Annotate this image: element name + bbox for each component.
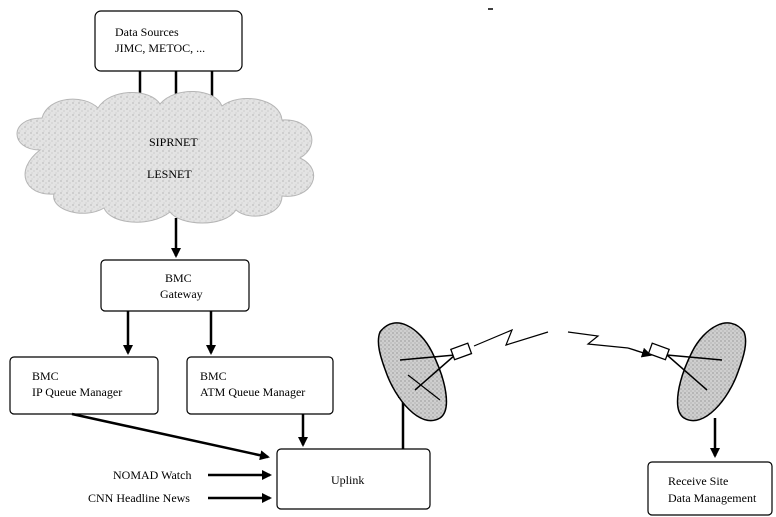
transmit-dish-icon xyxy=(377,322,473,422)
atm-queue-title: BMC xyxy=(200,369,227,383)
uplink-label: Uplink xyxy=(331,473,364,487)
uplink-node: Uplink xyxy=(276,448,431,510)
atm-queue-node: BMC ATM Queue Manager xyxy=(186,356,334,415)
ip-queue-title: BMC xyxy=(32,369,59,383)
ip-queue-node: BMC IP Queue Manager xyxy=(9,356,159,415)
ip-queue-subtitle: IP Queue Manager xyxy=(32,385,122,399)
receive-site-node: Receive Site Data Management xyxy=(647,461,773,516)
data-sources-node: Data Sources JIMC, METOC, ... xyxy=(94,10,243,72)
data-sources-list: JIMC, METOC, ... xyxy=(115,41,205,55)
receive-site-title: Receive Site xyxy=(668,474,728,488)
signal-arrow-to-receive xyxy=(627,347,652,358)
network-cloud: SIPRNET LESNET xyxy=(16,91,315,224)
gateway-node: BMC Gateway xyxy=(100,259,250,312)
data-sources-title: Data Sources xyxy=(115,25,179,39)
signal-zigzag-1 xyxy=(473,328,549,347)
signal-zigzag-2 xyxy=(567,331,629,349)
arrow-ip-to-uplink xyxy=(71,412,270,461)
receive-site-subtitle: Data Management xyxy=(668,491,757,505)
siprnet-label: SIPRNET xyxy=(149,135,198,149)
gateway-subtitle: Gateway xyxy=(160,287,203,301)
receive-dish-icon xyxy=(647,322,747,422)
lesnet-label: LESNET xyxy=(147,167,192,181)
nomad-watch-label: NOMAD Watch xyxy=(113,468,191,482)
cnn-headline-label: CNN Headline News xyxy=(88,491,190,505)
gateway-title: BMC xyxy=(165,271,192,285)
atm-queue-subtitle: ATM Queue Manager xyxy=(200,385,305,399)
